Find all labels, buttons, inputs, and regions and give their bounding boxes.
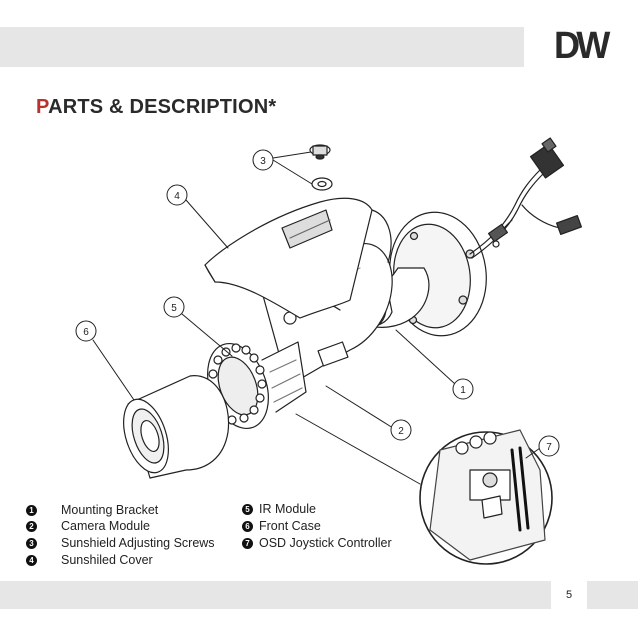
page-title: PARTS & DESCRIPTION*	[36, 96, 276, 119]
callouts: 3 4 5 6 1 2 7	[75, 149, 560, 457]
svg-text:3: 3	[260, 156, 266, 167]
svg-text:1: 1	[460, 385, 466, 396]
title-first-letter: P	[36, 96, 49, 118]
callout-2: 2	[390, 419, 412, 441]
legend-label: Front Case	[259, 519, 321, 533]
legend-label: Sunshield Adjusting Screws	[61, 536, 215, 550]
callout-7: 7	[538, 435, 560, 457]
legend-number: 5	[242, 503, 253, 515]
legend-item-osd-joystick: 7 OSD Joystick Controller	[242, 536, 392, 550]
cable-connectors	[469, 137, 582, 259]
front-case-part	[123, 375, 230, 479]
legend-item-ir-module: 5 IR Module	[242, 502, 316, 516]
callout-4: 4	[166, 184, 188, 206]
mounting-bracket-part	[351, 211, 487, 337]
brand-logo: DW	[554, 25, 610, 67]
legend-number: 4	[26, 554, 37, 566]
svg-text:5: 5	[171, 303, 177, 314]
callout-1: 1	[452, 378, 474, 400]
svg-text:7: 7	[546, 442, 552, 453]
svg-text:4: 4	[174, 191, 180, 202]
sunshield-screws-part	[309, 144, 333, 191]
legend-label: Mounting Bracket	[61, 503, 159, 517]
legend-item-mounting-bracket: 1 Mounting Bracket	[26, 503, 158, 517]
legend-item-camera-module: 2 Camera Module	[26, 519, 150, 533]
footer-band	[0, 581, 638, 609]
legend-label: IR Module	[259, 502, 316, 516]
legend-label: Sunshiled Cover	[61, 553, 153, 567]
legend-label: Camera Module	[61, 519, 150, 533]
legend-item-sunshield-screws: 3 Sunshield Adjusting Screws	[26, 536, 215, 550]
osd-joystick-detail	[419, 429, 553, 565]
legend-item-front-case: 6 Front Case	[242, 519, 321, 533]
legend-number: 2	[26, 520, 37, 532]
callout-6: 6	[75, 320, 97, 342]
sunshield-cover-part	[204, 197, 392, 319]
leader-lines	[92, 151, 541, 485]
legend-label: OSD Joystick Controller	[259, 536, 392, 550]
page-number: 5	[551, 581, 587, 609]
callout-3: 3	[252, 149, 274, 171]
svg-text:2: 2	[398, 426, 404, 437]
callout-5: 5	[163, 296, 185, 318]
legend-number: 6	[242, 520, 253, 532]
legend-number: 3	[26, 537, 37, 549]
logo-box	[524, 20, 638, 72]
svg-text:6: 6	[83, 327, 89, 338]
legend-item-sunshield-cover: 4 Sunshiled Cover	[26, 553, 153, 567]
legend-number: 7	[242, 537, 253, 549]
title-rest: ARTS & DESCRIPTION*	[48, 96, 277, 118]
legend-number: 1	[26, 504, 37, 516]
